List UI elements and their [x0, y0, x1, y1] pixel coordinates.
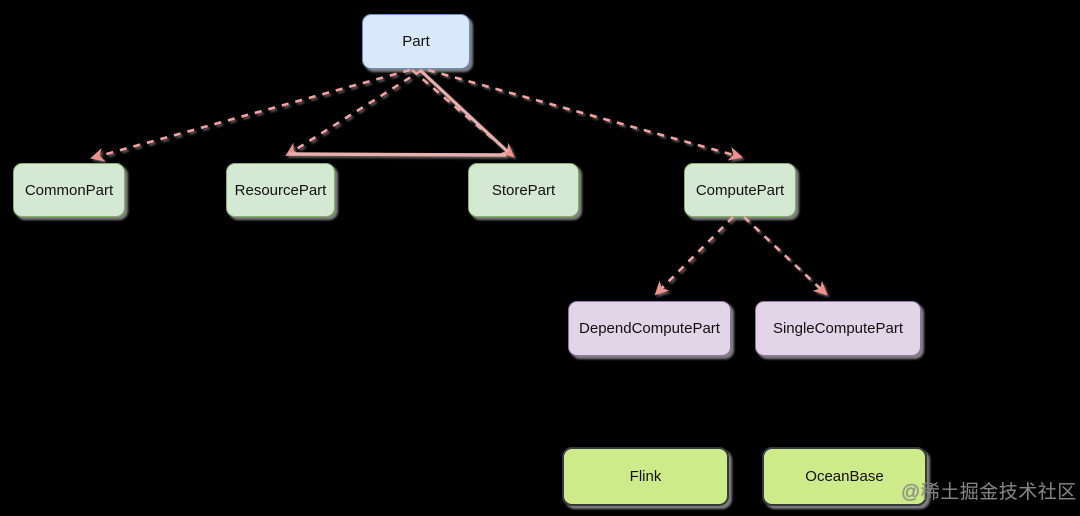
- node-computepart: ComputePart: [684, 163, 796, 217]
- node-dependcomputepart: DependComputePart: [568, 301, 731, 356]
- watermark: @稀土掘金技术社区: [901, 482, 1077, 503]
- edge-part-storepart-solid: [418, 68, 510, 154]
- node-singlecomputepart: SingleComputePart: [755, 301, 921, 356]
- node-part: Part: [362, 14, 470, 69]
- node-flink: Flink: [562, 447, 729, 506]
- edge-part-commonpart: [90, 68, 411, 162]
- edge-part-computepart: [427, 68, 743, 161]
- edge-computepart-singlecomputepart: [743, 216, 828, 296]
- edge-part-storepart-dashed: [411, 69, 515, 158]
- edge-computepart-dependcomputepart: [654, 216, 734, 296]
- node-commonpart: CommonPart: [13, 163, 125, 217]
- edge-resourcepart-storepart: [288, 152, 507, 157]
- node-storepart: StorePart: [468, 163, 579, 217]
- node-oceanbase: OceanBase: [762, 447, 927, 506]
- node-resourcepart: ResourcePart: [226, 163, 335, 217]
- edge-part-resourcepart: [285, 68, 423, 157]
